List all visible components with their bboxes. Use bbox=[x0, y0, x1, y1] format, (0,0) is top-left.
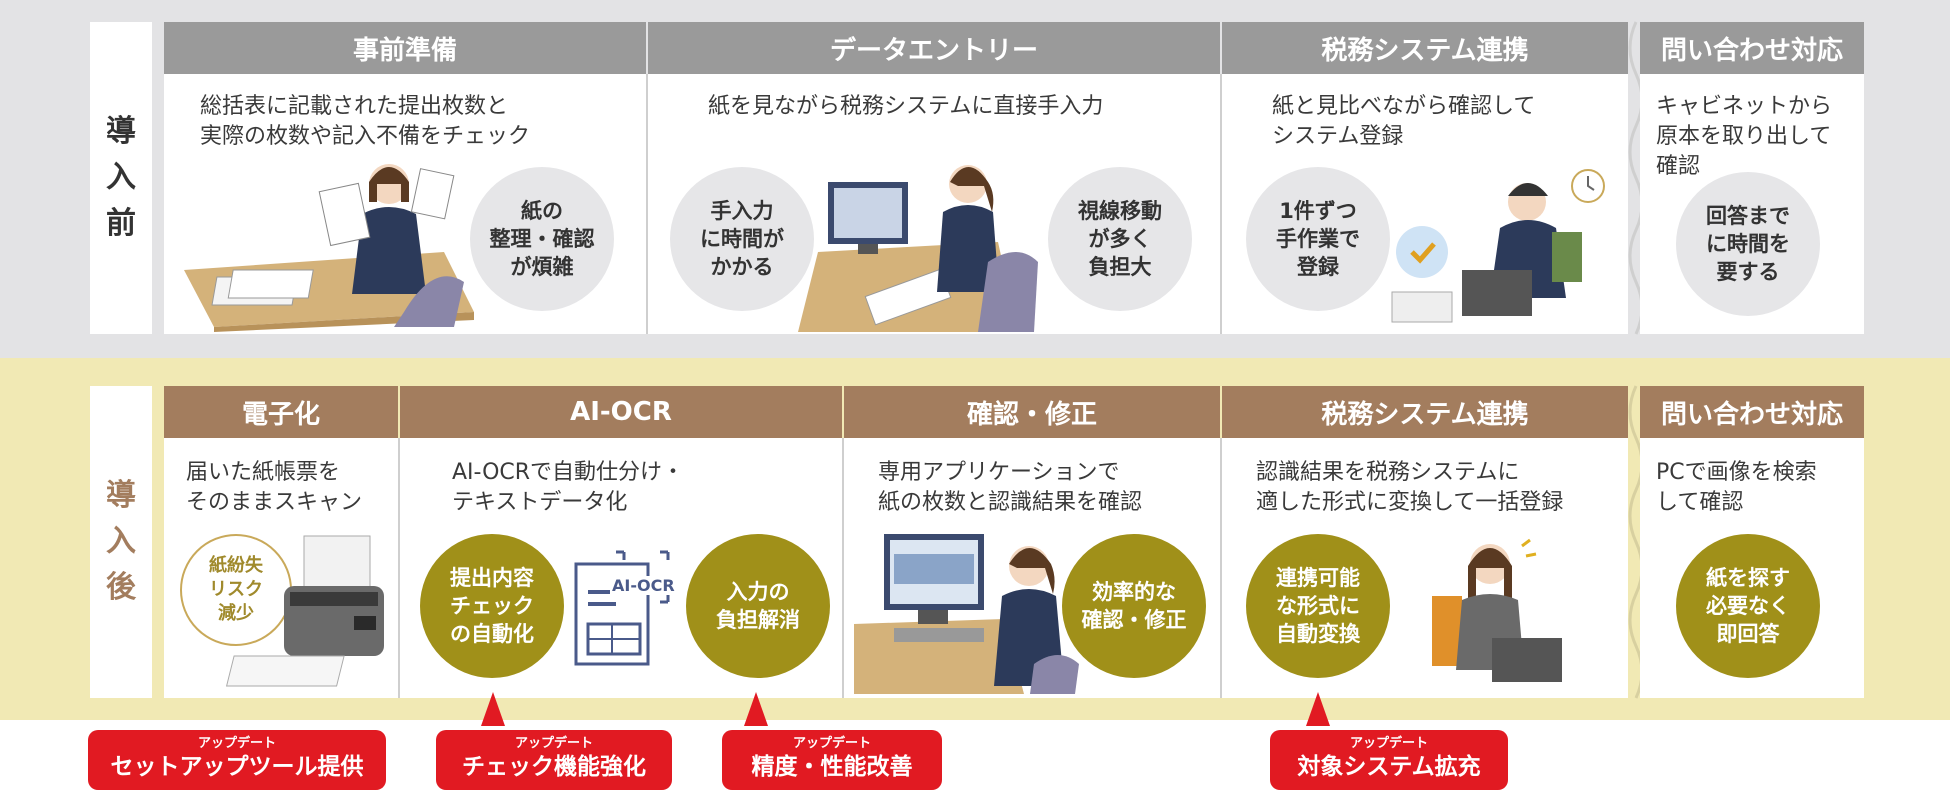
update-pointer bbox=[1306, 692, 1330, 726]
stage-desc: 届いた紙帳票をそのままスキャン bbox=[186, 460, 363, 515]
update-pointer bbox=[481, 692, 505, 726]
stage-divider bbox=[842, 438, 844, 698]
benefit-circle: 紙紛失リスク減少 bbox=[180, 534, 292, 646]
wavy-separator bbox=[1628, 21, 1644, 335]
before-stage-tax-system: 税務システム連携 紙と見比べながら確認してシステム登録 1件ずつ手作業で登録 bbox=[1222, 22, 1628, 334]
stage-desc: 紙と見比べながら確認してシステム登録 bbox=[1272, 94, 1536, 149]
stage-title: 確認・修正 bbox=[844, 386, 1220, 438]
stage-desc: キャビネットから原本を取り出して確認 bbox=[1656, 94, 1833, 179]
stage-title: 問い合わせ対応 bbox=[1640, 22, 1864, 74]
stage-divider bbox=[1220, 74, 1222, 334]
update-badge-accuracy-improvement: アップデート精度・性能改善 bbox=[722, 730, 942, 790]
stage-divider bbox=[398, 438, 400, 698]
after-label-char: 入 bbox=[106, 524, 136, 559]
before-label-char: 導 bbox=[106, 114, 136, 149]
wavy-separator bbox=[1628, 385, 1644, 699]
benefit-circle: 提出内容チェックの自動化 bbox=[420, 534, 564, 678]
ai-ocr-document-icon bbox=[574, 550, 670, 666]
benefit-circle: 紙を探す必要なく即回答 bbox=[1676, 534, 1820, 678]
benefit-circle: 効率的な確認・修正 bbox=[1062, 534, 1206, 678]
woman-with-laptop-illustration bbox=[1432, 538, 1562, 682]
woman-typing-illustration bbox=[798, 165, 1038, 332]
before-label: 導 入 前 bbox=[90, 22, 152, 334]
stage-title: 電子化 bbox=[164, 386, 398, 438]
man-with-laptop-illustration bbox=[1391, 169, 1605, 323]
after-label: 導 入 後 bbox=[90, 386, 152, 698]
stage-title: データエントリー bbox=[648, 22, 1220, 74]
pain-point-circle: 紙の整理・確認が煩雑 bbox=[470, 167, 614, 311]
stage-title: 事前準備 bbox=[164, 22, 646, 74]
stage-desc: 専用アプリケーションで紙の枚数と認識結果を確認 bbox=[878, 460, 1143, 515]
stage-desc: 認識結果を税務システムに適した形式に変換して一括登録 bbox=[1256, 460, 1564, 515]
stage-title: 税務システム連携 bbox=[1222, 22, 1628, 74]
stage-desc: 総括表に記載された提出枚数と実際の枚数や記入不備をチェック bbox=[200, 94, 531, 149]
scanner-illustration bbox=[225, 535, 384, 687]
stage-title: 問い合わせ対応 bbox=[1640, 386, 1864, 438]
before-stage-inquiry: 問い合わせ対応 キャビネットから原本を取り出して確認 回答までに時間を要する bbox=[1640, 22, 1864, 334]
update-pointer bbox=[744, 692, 768, 726]
stage-title: AI-OCR bbox=[400, 386, 842, 438]
woman-checking-papers-illustration bbox=[184, 164, 474, 332]
pain-point-circle: 手入力に時間がかかる bbox=[670, 167, 814, 311]
stage-desc: PCで画像を検索して確認 bbox=[1656, 460, 1817, 515]
update-badge-check-enhancement: アップデートチェック機能強化 bbox=[436, 730, 672, 790]
stage-desc: 紙を見ながら税務システムに直接手入力 bbox=[708, 94, 1104, 119]
pain-point-circle: 1件ずつ手作業で登録 bbox=[1246, 167, 1390, 311]
update-badge-system-expansion: アップデート対象システム拡充 bbox=[1270, 730, 1508, 790]
after-label-char: 後 bbox=[106, 570, 136, 605]
stage-divider bbox=[1220, 438, 1222, 698]
before-label-char: 入 bbox=[106, 160, 136, 195]
operator-reviewing-illustration bbox=[854, 534, 1079, 694]
after-label-char: 導 bbox=[106, 478, 136, 513]
before-label-char: 前 bbox=[106, 206, 136, 241]
after-stage-review: 確認・修正 専用アプリケーションで紙の枚数と認識結果を確認 効率的な確認・修正 bbox=[844, 386, 1220, 698]
stage-title: 税務システム連携 bbox=[1222, 386, 1628, 438]
pain-point-circle: 回答までに時間を要する bbox=[1676, 172, 1820, 316]
after-stage-tax-system: 税務システム連携 認識結果を税務システムに適した形式に変換して一括登録 連携可能… bbox=[1222, 386, 1628, 698]
stage-desc: AI-OCRで自動仕分け・テキストデータ化 bbox=[452, 460, 685, 515]
after-stage-ai-ocr: AI-OCR AI-OCRで自動仕分け・テキストデータ化 提出内容チェックの自動… bbox=[400, 386, 842, 698]
pain-point-circle: 視線移動が多く負担大 bbox=[1048, 167, 1192, 311]
before-stage-preparation: 事前準備 総括表に記載された提出枚数と実際の枚数や記入不備をチェック 紙の整理・… bbox=[164, 22, 646, 334]
before-stage-data-entry: データエントリー 紙を見ながら税務システムに直接手入力 手入力に時間がかかる 視… bbox=[648, 22, 1220, 334]
after-stage-digitization: 電子化 届いた紙帳票をそのままスキャン 紙紛失リスク減少 bbox=[164, 386, 398, 698]
update-badge-setup-tool: アップデートセットアップツール提供 bbox=[88, 730, 386, 790]
stage-divider bbox=[646, 74, 648, 334]
after-stage-inquiry: 問い合わせ対応 PCで画像を検索して確認 紙を探す必要なく即回答 bbox=[1640, 386, 1864, 698]
ai-ocr-icon-label: AI-OCR bbox=[610, 576, 677, 595]
benefit-circle: 連携可能な形式に自動変換 bbox=[1246, 534, 1390, 678]
benefit-circle: 入力の負担解消 bbox=[686, 534, 830, 678]
